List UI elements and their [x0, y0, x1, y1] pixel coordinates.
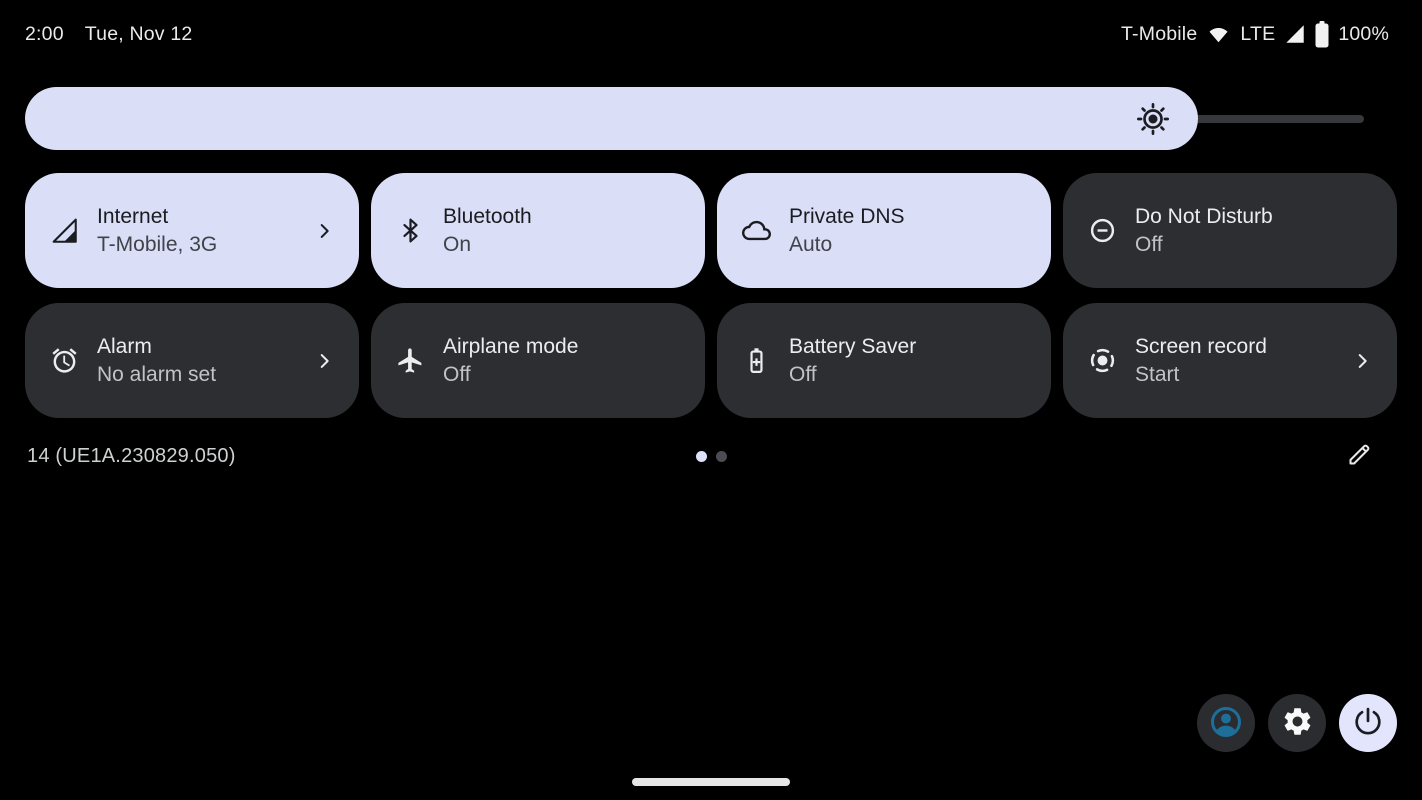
pager-dot-1: [695, 451, 707, 462]
network-type-label: LTE: [1240, 22, 1276, 45]
chevron-right-icon: [313, 220, 335, 242]
build-number-label: 14 (UE1A.230829.050): [27, 445, 236, 467]
tile-title: Do Not Disturb: [1135, 204, 1273, 228]
clock: 2:00: [25, 22, 64, 45]
mobile-signal-icon: [49, 216, 79, 246]
date: Tue, Nov 12: [84, 22, 193, 45]
page-indicator: [0, 451, 1422, 462]
cloud-icon: [741, 216, 771, 246]
tile-title: Battery Saver: [789, 334, 917, 358]
status-bar-right: T-Mobile LTE 100%: [1121, 20, 1389, 48]
tile-title: Screen record: [1135, 334, 1267, 358]
tile-subtitle: Off: [789, 363, 817, 386]
tile-text: Alarm No alarm set: [97, 335, 305, 386]
home-gesture-bar[interactable]: [632, 778, 790, 786]
tile-subtitle: On: [443, 233, 472, 256]
tile-title: Airplane mode: [443, 334, 579, 358]
screen-record-icon: [1087, 346, 1117, 376]
do-not-disturb-icon: [1087, 216, 1117, 246]
pager-dot-2: [715, 451, 727, 462]
tile-title: Alarm: [97, 334, 152, 358]
tile-text: Private DNS Auto: [789, 205, 1027, 256]
tile-title: Internet: [97, 204, 169, 228]
tile-subtitle: No alarm set: [97, 363, 217, 386]
user-switcher-button[interactable]: [1197, 694, 1255, 752]
tile-subtitle: Off: [1135, 233, 1163, 256]
cellular-signal-icon: [1284, 23, 1306, 45]
tile-title: Bluetooth: [443, 204, 532, 228]
tile-subtitle: Auto: [789, 233, 833, 256]
tile-subtitle: T-Mobile, 3G: [97, 233, 218, 256]
footer-actions: [1197, 694, 1397, 752]
settings-button[interactable]: [1268, 694, 1326, 752]
tile-title: Private DNS: [789, 204, 905, 228]
pencil-icon: [1346, 441, 1373, 473]
tile-subtitle: Off: [443, 363, 471, 386]
alarm-clock-icon: [49, 346, 79, 376]
gear-icon: [1281, 705, 1314, 741]
brightness-slider[interactable]: [25, 87, 1366, 150]
battery-saver-icon: [741, 346, 771, 376]
airplane-icon: [395, 346, 425, 376]
status-bar-left: 2:00 Tue, Nov 12: [25, 23, 192, 46]
chevron-right-icon: [313, 350, 335, 372]
battery-percent-label: 100%: [1338, 22, 1389, 45]
battery-icon: [1315, 20, 1329, 48]
edit-tiles-button[interactable]: [1340, 438, 1378, 476]
wifi-icon: [1206, 24, 1231, 45]
user-avatar-icon: [1208, 704, 1244, 743]
brightness-fill: [25, 87, 1199, 150]
tile-alarm[interactable]: Alarm No alarm set: [25, 303, 359, 418]
power-icon: [1351, 705, 1385, 742]
status-bar: 2:00 Tue, Nov 12 T-Mobile LTE 100%: [0, 0, 1422, 58]
carrier-label: T-Mobile: [1121, 22, 1198, 45]
power-button[interactable]: [1339, 694, 1397, 752]
tile-private-dns[interactable]: Private DNS Auto: [717, 173, 1051, 288]
brightness-icon: [1132, 98, 1174, 140]
tile-subtitle: Start: [1135, 363, 1180, 386]
bluetooth-icon: [395, 216, 425, 246]
chevron-right-icon: [1351, 350, 1373, 372]
